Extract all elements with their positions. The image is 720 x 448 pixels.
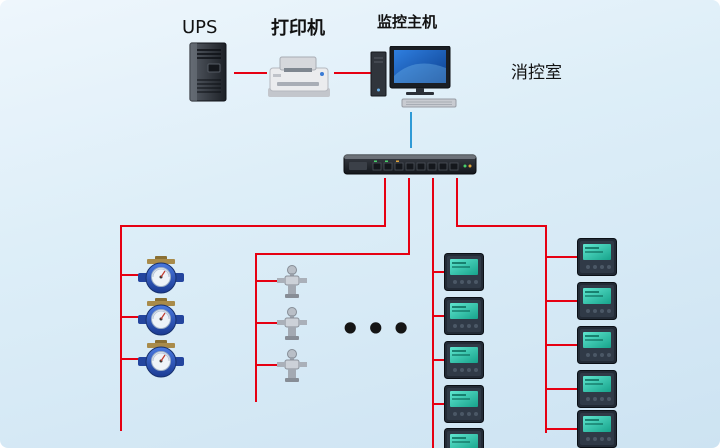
wire-switch-drop-4 (456, 178, 458, 226)
laser-printer-icon (268, 56, 330, 97)
printer-device (265, 52, 333, 100)
wire-stub-pmB-3 (545, 344, 579, 346)
desktop-computer-icon (370, 45, 457, 108)
wire-stub-pmB-4 (545, 388, 579, 390)
network-switch-device (343, 148, 477, 180)
water-meter-icon (138, 298, 184, 336)
power-meter-device (444, 428, 484, 448)
water-meter-device (138, 340, 184, 378)
ups-device (183, 42, 231, 102)
ups-label: UPS (182, 17, 218, 38)
power-meter-icon (577, 370, 617, 408)
power-meter-icon (577, 410, 617, 448)
wire-stub-pmB-5 (545, 428, 579, 430)
power-meter-icon (577, 326, 617, 364)
wire-branch-left-inner (255, 253, 410, 255)
wire-stub-pmB-2 (545, 300, 579, 302)
power-meter-device (444, 297, 484, 335)
power-meter-icon (444, 428, 484, 448)
valve-icon (277, 349, 307, 382)
wire-branch-right (456, 225, 547, 227)
network-switch-icon (343, 154, 477, 175)
water-meter-device (138, 256, 184, 294)
power-meter-icon (444, 341, 484, 379)
valve-transmitter-device (277, 264, 307, 298)
wire-stub-valve-1 (255, 280, 279, 282)
power-meter-device (577, 326, 617, 364)
ups-tower-icon (189, 42, 227, 102)
valve-icon (277, 307, 307, 340)
power-meter-device (577, 370, 617, 408)
wire-host-switch (410, 112, 412, 148)
ellipsis-more-devices: ••• (340, 310, 417, 348)
wire-bus-meters-outer (545, 225, 547, 433)
valve-transmitter-device (277, 306, 307, 340)
water-meter-icon (138, 256, 184, 294)
wire-stub-wm-3 (120, 358, 142, 360)
valve-transmitter-device (277, 348, 307, 382)
wire-stub-wm-2 (120, 316, 142, 318)
power-meter-icon (444, 385, 484, 423)
water-meter-device (138, 298, 184, 336)
wire-switch-drop-3-bus (432, 178, 434, 448)
wire-switch-drop-1 (384, 178, 386, 226)
power-meter-icon (577, 282, 617, 320)
power-meter-icon (577, 238, 617, 276)
wire-stub-valve-2 (255, 322, 279, 324)
power-meter-device (577, 410, 617, 448)
wire-branch-left-outer (120, 225, 386, 227)
wire-stub-pmA-3 (432, 359, 446, 361)
wire-stub-pmA-1 (432, 271, 446, 273)
power-meter-device (577, 282, 617, 320)
host-computer-device (370, 45, 460, 108)
power-meter-device (444, 341, 484, 379)
wire-switch-drop-2 (408, 178, 410, 254)
control-room-label: 消控室 (511, 63, 562, 83)
wire-stub-wm-1 (120, 274, 142, 276)
power-meter-device (444, 385, 484, 423)
wire-bus-valves (255, 253, 257, 402)
power-meter-device (577, 238, 617, 276)
wire-stub-pmA-4 (432, 403, 446, 405)
host-label: 监控主机 (377, 13, 438, 31)
power-meter-device (444, 253, 484, 291)
power-meter-icon (444, 253, 484, 291)
water-meter-icon (138, 340, 184, 378)
wire-stub-pmA-2 (432, 315, 446, 317)
valve-icon (277, 265, 307, 298)
wire-stub-pmB-1 (545, 256, 579, 258)
wire-ups-printer (234, 72, 267, 74)
wire-stub-valve-3 (255, 364, 279, 366)
wire-printer-host (334, 72, 373, 74)
power-meter-icon (444, 297, 484, 335)
printer-label: 打印机 (271, 18, 325, 39)
wire-bus-water-meters (120, 225, 122, 431)
